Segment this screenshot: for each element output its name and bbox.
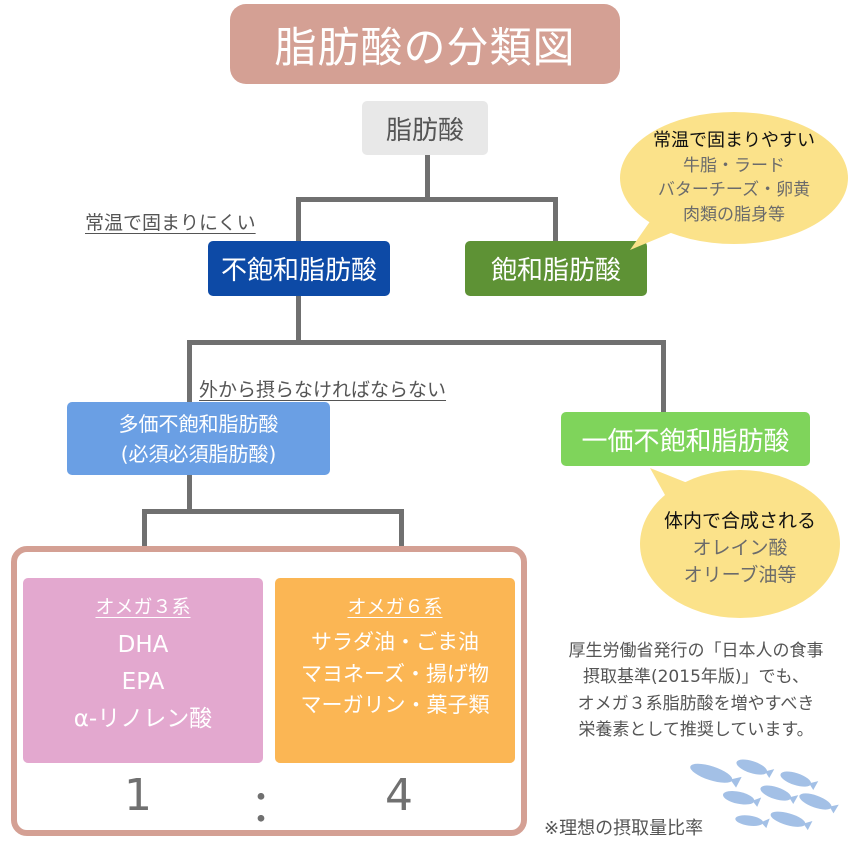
fish-school-illustration xyxy=(690,759,839,831)
node-monounsaturated: 一価不飽和脂肪酸 xyxy=(561,412,810,466)
node-polyunsaturated-sublabel: (必須必須脂肪酸) xyxy=(120,441,277,466)
connector-level3-bar xyxy=(142,509,404,514)
footnote-ideal-ratio: ※理想の摂取量比率 xyxy=(544,818,704,839)
fish-icon xyxy=(736,759,775,779)
connector-level2-bar xyxy=(187,340,666,345)
bubble-saturated: 常温で固まりやすい 牛脂・ラード バターチーズ・卵黄 肉類の脂身等 xyxy=(620,112,848,244)
connector-omega6-drop xyxy=(399,509,404,549)
fish-icon xyxy=(770,811,813,831)
node-unsaturated: 不飽和脂肪酸 xyxy=(208,241,390,296)
connector-mono-drop xyxy=(661,340,666,413)
connector-root-stem xyxy=(425,155,430,200)
connector-omega3-drop xyxy=(142,509,147,549)
node-polyunsaturated: 多価不飽和脂肪酸 (必須必須脂肪酸) xyxy=(67,402,330,475)
bubble-saturated-example: 肉類の脂身等 xyxy=(683,204,785,225)
recommendation-text: 厚生労働省発行の「日本人の食事 摂取基準(2015年版)」でも、 オメガ３系脂肪… xyxy=(541,638,850,743)
node-saturated: 飽和脂肪酸 xyxy=(465,241,647,296)
fish-icon xyxy=(690,763,742,788)
omega3-item: EPA xyxy=(121,668,165,695)
ratio-omega3: 1 xyxy=(124,770,152,821)
fish-icon xyxy=(760,785,799,805)
card-omega6: オメガ６系 サラダ油・ごま油 マヨネーズ・揚げ物 マーガリン・菓子類 xyxy=(275,578,515,763)
node-fatty-acid: 脂肪酸 xyxy=(362,101,488,155)
recommendation-line: 厚生労働省発行の「日本人の食事 xyxy=(568,641,824,661)
connector-sat-drop xyxy=(553,197,558,242)
fish-icon xyxy=(735,815,770,829)
fish-icon xyxy=(722,791,762,807)
recommendation-line: オメガ３系脂肪酸を増やすべき xyxy=(577,693,815,714)
fish-icon xyxy=(799,793,839,814)
recommendation-line: 摂取基準(2015年版)」でも、 xyxy=(582,667,810,688)
fish-icon xyxy=(780,771,819,791)
omega3-item: DHA xyxy=(117,632,169,658)
bubble-saturated-heading: 常温で固まりやすい xyxy=(653,130,815,152)
bubble-mono-example: オリーブ油等 xyxy=(683,564,797,587)
omega6-item: マヨネーズ・揚げ物 xyxy=(301,661,489,686)
omega3-heading: オメガ３系 xyxy=(95,596,191,618)
card-omega3: オメガ３系 DHA EPA α-リノレン酸 xyxy=(23,578,263,763)
recommendation-line: 栄養素として推奨しています。 xyxy=(578,720,814,741)
bubble-tail-monounsaturated xyxy=(650,468,690,504)
bubble-monounsaturated: 体内で合成される オレイン酸 オリーブ油等 xyxy=(640,470,840,618)
omega3-item: α-リノレン酸 xyxy=(73,705,213,732)
note-unsaturated: 常温で固まりにくい xyxy=(85,212,256,234)
ratio-separator: ： xyxy=(250,781,294,832)
bubble-mono-example: オレイン酸 xyxy=(692,536,788,559)
node-polyunsaturated-label: 多価不飽和脂肪酸 xyxy=(118,411,279,436)
connector-level1-bar xyxy=(296,197,558,202)
bubble-saturated-example: 牛脂・ラード xyxy=(683,155,785,176)
diagram-title: 脂肪酸の分類図 xyxy=(230,4,620,84)
note-polyunsaturated: 外から摂らなければならない xyxy=(199,379,447,401)
omega6-item: サラダ油・ごま油 xyxy=(311,630,479,654)
connector-poly-drop xyxy=(187,340,192,403)
connector-unsat-stem xyxy=(296,296,301,342)
bubble-mono-heading: 体内で合成される xyxy=(663,510,816,533)
omega6-heading: オメガ６系 xyxy=(347,596,443,618)
connector-unsat-drop xyxy=(296,197,301,242)
ratio-omega6: 4 xyxy=(385,770,413,821)
connector-poly-stem xyxy=(187,475,192,511)
bubble-saturated-example: バターチーズ・卵黄 xyxy=(657,180,811,201)
omega6-item: マーガリン・菓子類 xyxy=(300,693,490,717)
